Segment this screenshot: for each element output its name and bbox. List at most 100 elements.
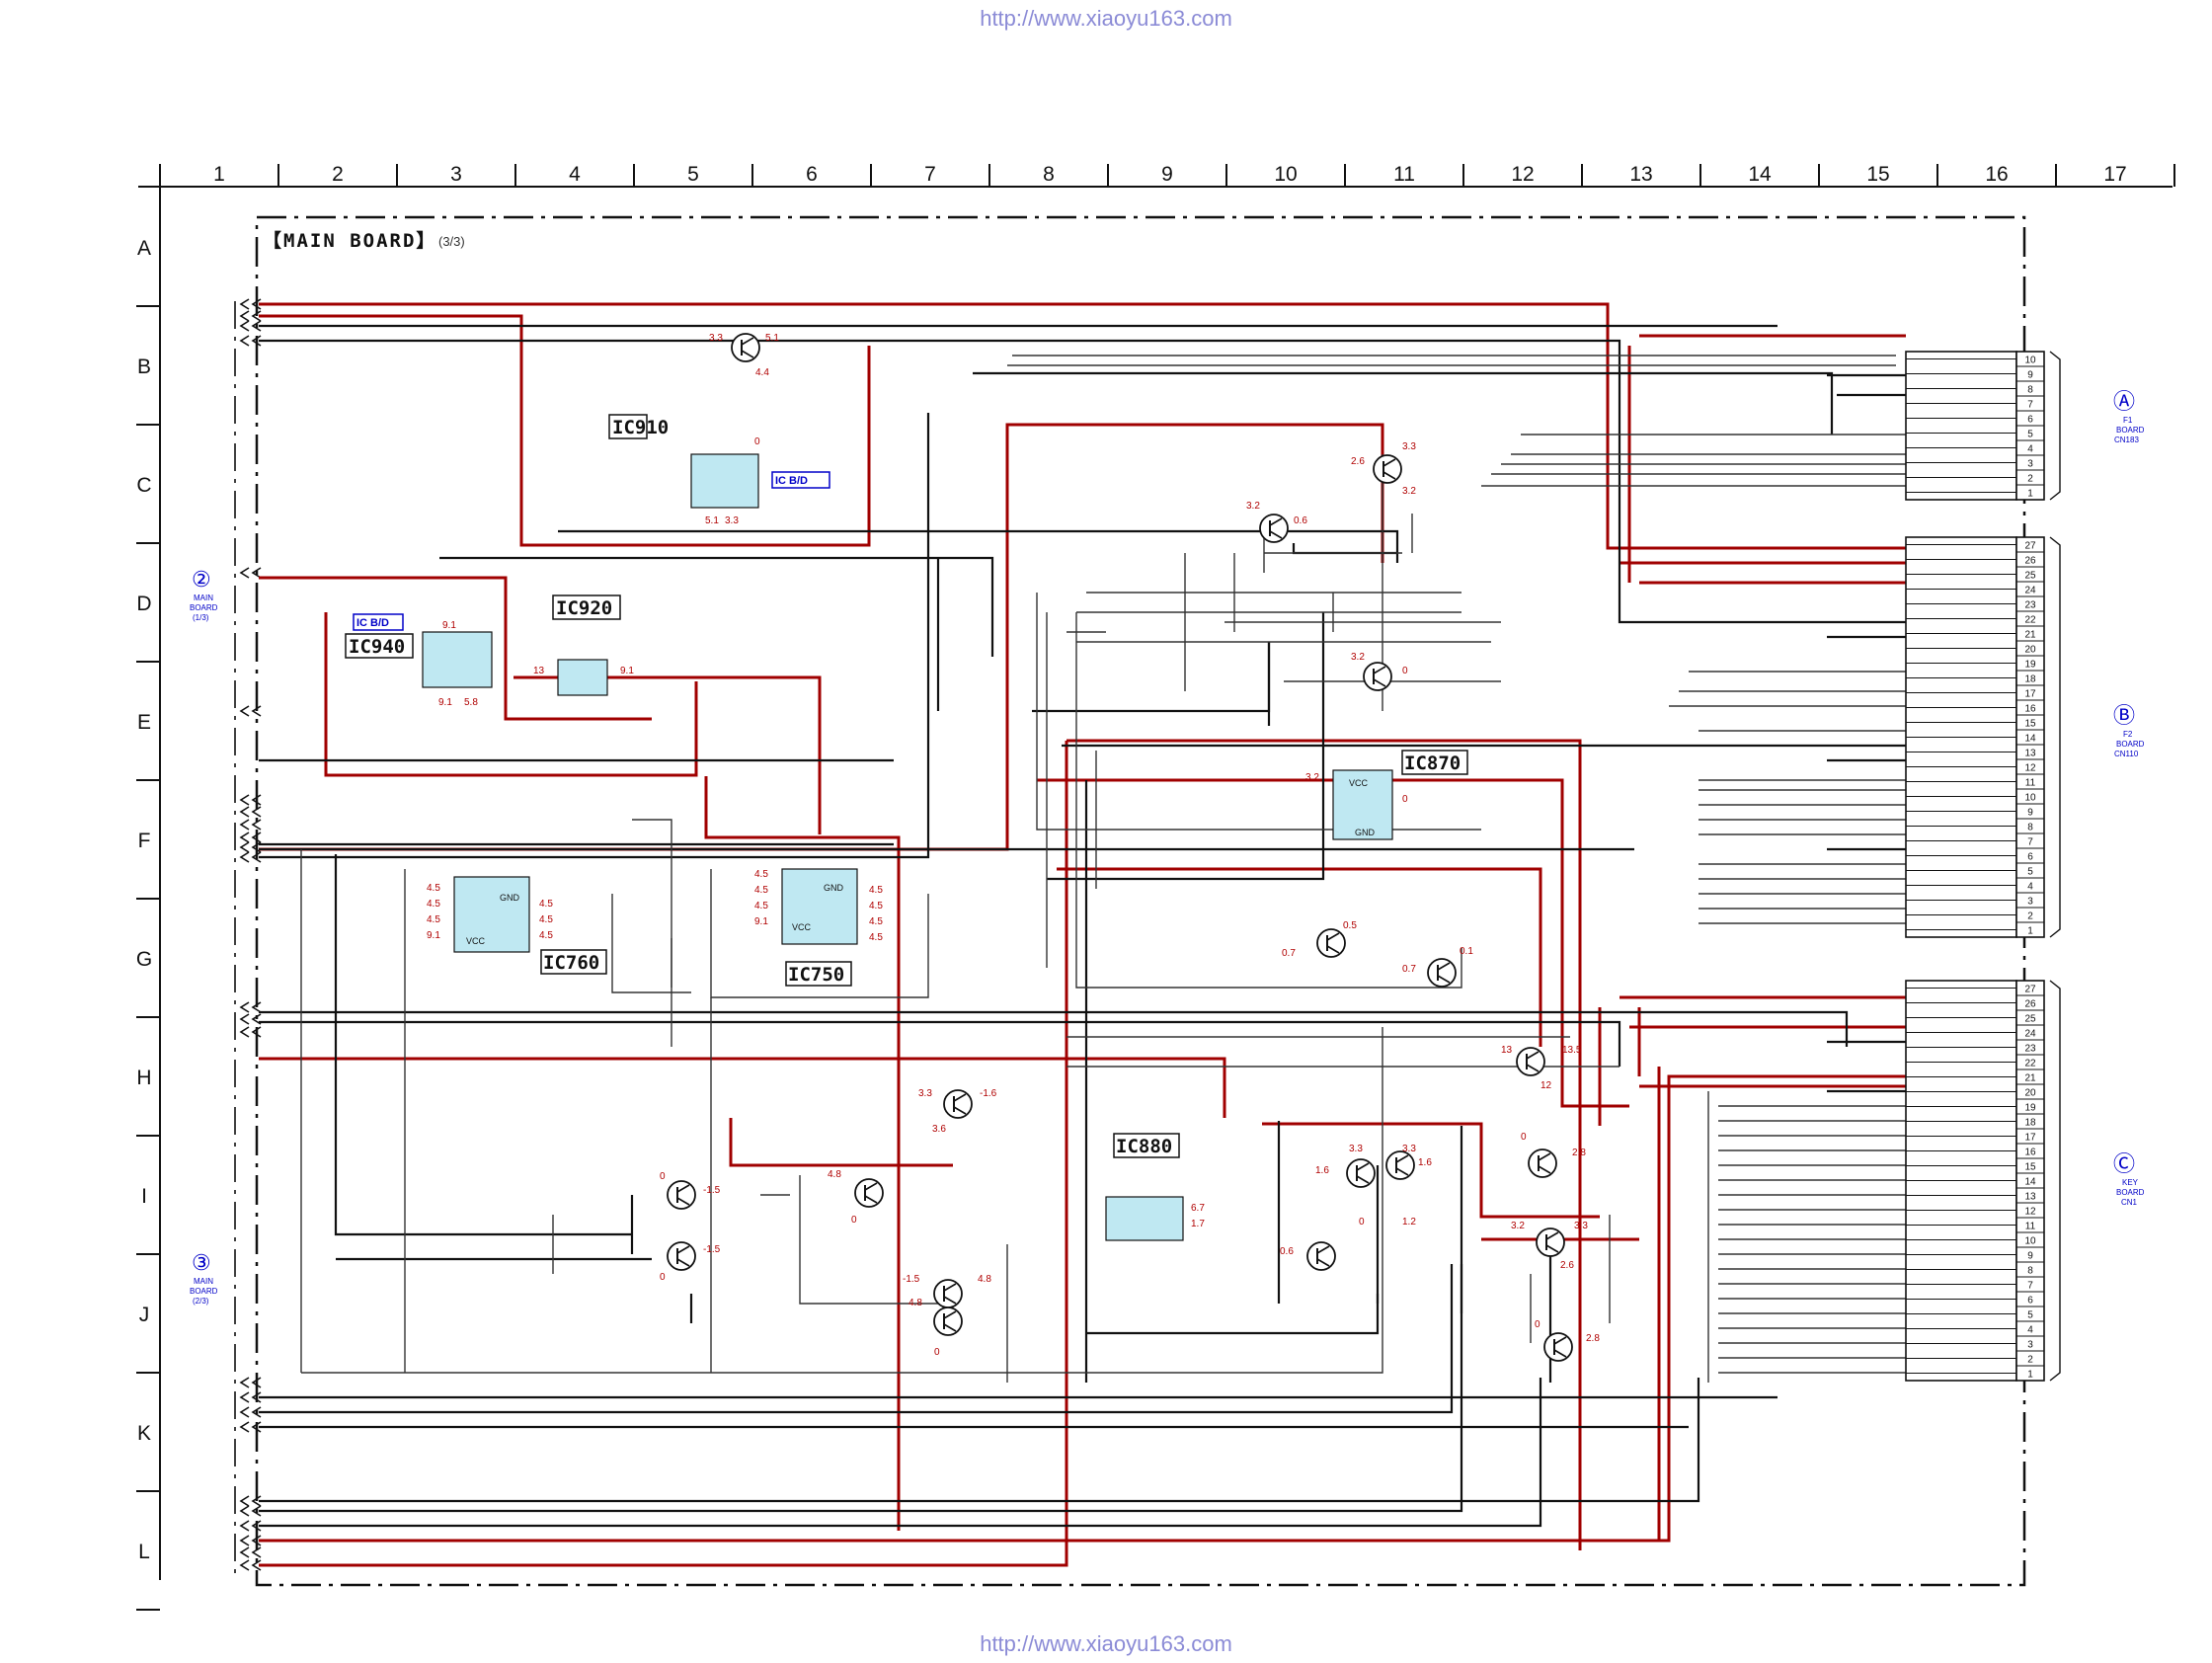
conn-c-pin-7: 7 bbox=[2027, 1281, 2033, 1292]
ic750-gnd: GND bbox=[824, 883, 844, 893]
board-ref-a-line2: BOARD bbox=[2116, 426, 2145, 435]
volt-ic750-l2: 4.5 bbox=[754, 885, 768, 896]
ic760-label: IC760 bbox=[543, 952, 599, 974]
volt-ic760-l4: 9.1 bbox=[427, 930, 440, 941]
volt-q-i13b: 2.8 bbox=[1572, 1148, 1586, 1158]
volt-q-h13c: 12 bbox=[1540, 1080, 1552, 1091]
conn-b-pin-3: 3 bbox=[2027, 897, 2033, 908]
board-ref-c-letter: Ⓒ bbox=[2113, 1151, 2135, 1176]
volt-q-i5b: -1.5 bbox=[703, 1185, 721, 1196]
ic870-gnd: GND bbox=[1355, 828, 1376, 837]
row-label-I: I bbox=[141, 1185, 147, 1208]
column-label-10: 10 bbox=[1274, 163, 1297, 186]
row-label-K: K bbox=[137, 1422, 151, 1445]
ic760-block: GND VCC IC760 bbox=[453, 876, 607, 975]
volt-ic880-a: 6.7 bbox=[1191, 1203, 1205, 1214]
volt-ic920-out: 9.1 bbox=[620, 666, 634, 676]
volt-ic760-l3: 4.5 bbox=[427, 914, 440, 925]
column-label-11: 11 bbox=[1393, 163, 1415, 186]
connector-b: 2726252423222120191817161514131211109876… bbox=[1905, 536, 2061, 938]
conn-c-pin-26: 26 bbox=[2024, 999, 2036, 1010]
connector-c: 2726252423222120191817161514131211109876… bbox=[1905, 980, 2061, 1382]
left-arrow-column bbox=[239, 298, 262, 1571]
volt-q910-b: 3.3 bbox=[709, 333, 723, 344]
volt-ic750-l3: 4.5 bbox=[754, 901, 768, 911]
ic760-gnd: GND bbox=[500, 893, 520, 903]
board-title: 【MAIN BOARD】 bbox=[263, 229, 436, 252]
footer-url[interactable]: http://www.xiaoyu163.com bbox=[980, 1631, 1232, 1656]
row-label-A: A bbox=[137, 237, 151, 260]
column-label-7: 7 bbox=[924, 163, 936, 186]
conn-c-pin-12: 12 bbox=[2024, 1207, 2036, 1218]
volt-q-i7b: 0 bbox=[851, 1215, 857, 1226]
board-ref-a-letter: Ⓐ bbox=[2113, 389, 2135, 414]
conn-b-pin-12: 12 bbox=[2024, 763, 2036, 774]
column-label-12: 12 bbox=[1511, 163, 1534, 186]
column-label-14: 14 bbox=[1748, 163, 1772, 186]
volt-ic940-o1: 9.1 bbox=[438, 697, 452, 708]
conn-c-pin-2: 2 bbox=[2027, 1355, 2033, 1366]
conn-b-pin-6: 6 bbox=[2027, 852, 2033, 863]
volt-q-j13b: 3.3 bbox=[1574, 1221, 1588, 1231]
volt-ic920-in: 13 bbox=[533, 666, 545, 676]
conn-b-pin-23: 23 bbox=[2024, 600, 2036, 611]
conn-c-pin-3: 3 bbox=[2027, 1340, 2033, 1351]
conn-b-pin-9: 9 bbox=[2027, 808, 2033, 819]
volt-ic750-r3: 4.5 bbox=[869, 916, 883, 927]
conn-c-pin-13: 13 bbox=[2024, 1192, 2036, 1203]
volt-q-c10c: 3.2 bbox=[1402, 486, 1416, 497]
ic880-label: IC880 bbox=[1116, 1136, 1172, 1157]
conn-c-pin-17: 17 bbox=[2024, 1133, 2036, 1144]
conn-c-pin-4: 4 bbox=[2027, 1325, 2033, 1336]
volt-q-h8a: 3.3 bbox=[918, 1088, 932, 1099]
board-ref-c-line1: KEY bbox=[2122, 1178, 2139, 1187]
row-label-E: E bbox=[137, 711, 151, 734]
voltage-labels: 3.3 5.1 4.4 0 5.1 3.3 9.1 9.1 5.8 13 9.1… bbox=[427, 333, 1600, 1358]
board-ref-main3-line1: MAIN bbox=[194, 1277, 213, 1286]
volt-ic760-l2: 4.5 bbox=[427, 899, 440, 910]
column-label-8: 8 bbox=[1043, 163, 1055, 186]
conn-b-pin-10: 10 bbox=[2024, 793, 2036, 804]
conn-b-pin-7: 7 bbox=[2027, 837, 2033, 848]
conn-c-pin-15: 15 bbox=[2024, 1162, 2036, 1173]
volt-q-j13c: 2.6 bbox=[1560, 1260, 1574, 1271]
volt-q-i5c: 0 bbox=[660, 1272, 666, 1283]
volt-ic910-p2: 3.3 bbox=[725, 515, 739, 526]
volt-q-i7a: 4.8 bbox=[828, 1169, 841, 1180]
column-label-6: 6 bbox=[806, 163, 818, 186]
volt-q-i11c: 1.6 bbox=[1315, 1165, 1329, 1176]
volt-q-j13a: 3.2 bbox=[1511, 1221, 1525, 1231]
header-url[interactable]: http://www.xiaoyu163.com bbox=[980, 6, 1232, 31]
ic910-bd-label: IC B/D bbox=[775, 475, 808, 487]
conn-c-pin-14: 14 bbox=[2024, 1177, 2036, 1188]
board-ref-b-line2: BOARD bbox=[2116, 740, 2145, 749]
ic870-label: IC870 bbox=[1404, 752, 1461, 774]
volt-q-j8c: 4.8 bbox=[908, 1298, 922, 1308]
ic870-vcc: VCC bbox=[1349, 778, 1369, 788]
conn-b-pin-27: 27 bbox=[2024, 541, 2036, 552]
row-label-D: D bbox=[136, 593, 151, 615]
volt-q-h8c: 3.6 bbox=[932, 1124, 946, 1135]
ic750-vcc: VCC bbox=[792, 922, 812, 932]
column-label-2: 2 bbox=[332, 163, 344, 186]
wires-thin bbox=[300, 355, 1906, 1383]
wires-black bbox=[259, 324, 1906, 1528]
volt-ic760-l1: 4.5 bbox=[427, 883, 440, 894]
conn-c-pin-18: 18 bbox=[2024, 1118, 2036, 1129]
row-label-L: L bbox=[138, 1541, 150, 1563]
board-ref-main2-line2: BOARD bbox=[190, 603, 218, 612]
conn-b-pin-20: 20 bbox=[2024, 645, 2036, 656]
volt-q-c10b: 3.3 bbox=[1402, 441, 1416, 452]
volt-q-i11f: 1.2 bbox=[1402, 1217, 1416, 1227]
conn-a-pin-6: 6 bbox=[2027, 415, 2033, 426]
board-ref-b-letter: Ⓑ bbox=[2113, 703, 2135, 728]
board-ref-a-line3: CN183 bbox=[2114, 436, 2139, 444]
conn-c-pin-6: 6 bbox=[2027, 1296, 2033, 1307]
conn-c-pin-19: 19 bbox=[2024, 1103, 2036, 1114]
conn-b-pin-15: 15 bbox=[2024, 719, 2036, 730]
board-ref-main3-line2: BOARD bbox=[190, 1287, 218, 1296]
volt-q-g11a: 0.7 bbox=[1402, 964, 1416, 975]
volt-q-j13d: 0 bbox=[1535, 1319, 1540, 1330]
volt-ic760-r1: 4.5 bbox=[539, 899, 553, 910]
conn-a-pin-7: 7 bbox=[2027, 400, 2033, 411]
